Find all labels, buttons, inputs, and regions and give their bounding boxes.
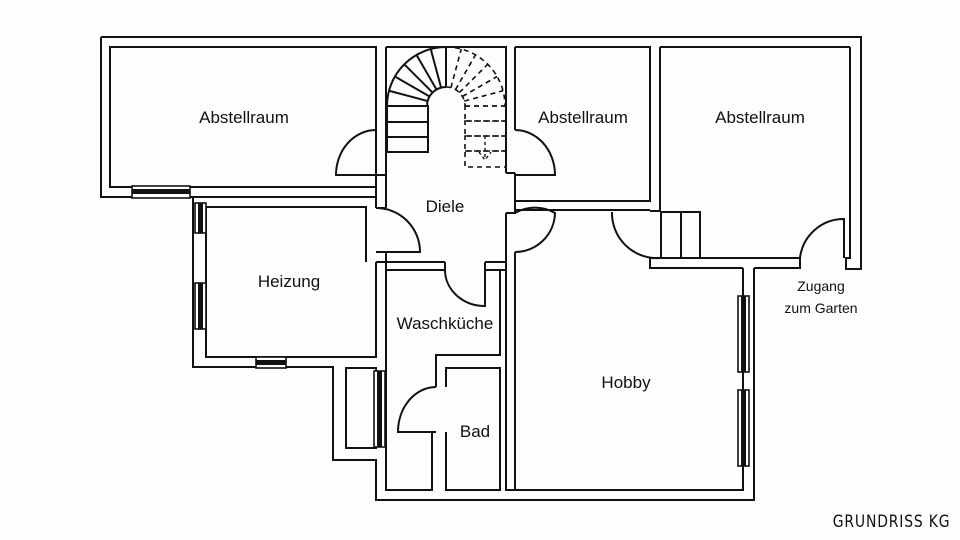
windows [131,185,750,467]
brand-label: GRUNDRISS KG [832,512,950,532]
window [737,389,750,467]
heizung-walls [192,196,755,501]
stair-tread [415,54,438,91]
window [737,295,750,373]
niche [345,367,377,449]
room-label-abstellraum-middle: Abstellraum [538,108,628,127]
room-label-diele: Diele [426,197,465,216]
steps [660,211,701,259]
door-hobby-right [610,211,661,260]
door-garden [799,217,845,259]
door-bad [396,386,437,433]
room-label-heizung: Heizung [258,272,320,291]
stair-tread-dashed [464,89,504,102]
spiral-staircase [386,46,507,168]
door-heizung [375,207,422,253]
window [194,202,207,234]
stair-tread-dashed [458,63,489,94]
outer-wall-top-right [101,36,862,270]
room-label-abstellraum-right: Abstellraum [715,108,805,127]
stair-tread [403,63,434,94]
window [194,282,207,330]
door-waschkueche [444,269,486,308]
stair-tread-dashed [450,48,463,88]
stair-tread-dashed [454,54,477,90]
room-label-waschkueche: Waschküche [397,314,494,333]
stair-tread-dashed [462,75,498,98]
waschkueche-walls [385,262,515,491]
stair-arrow-icon [478,136,492,162]
room-label-bad: Bad [460,422,490,441]
outer-wall-left [100,37,193,198]
room-outline-abstellraum-middle [514,46,651,202]
window [131,185,191,199]
door-abstellraum-middle [514,129,557,176]
garden-access-line1: Zugang [797,278,844,294]
window [255,356,287,369]
room-label-hobby: Hobby [601,373,651,392]
stair-tread [394,75,431,98]
room-outline-hobby [514,268,744,491]
door-abstellraum-left [334,129,377,176]
doors [334,129,845,433]
door-hobby-diele [514,206,557,253]
stair-tread [429,48,443,88]
stair-tread [388,89,428,103]
room-label-abstellraum-left: Abstellraum [199,108,289,127]
window [373,370,386,448]
garden-access-line2: zum Garten [784,300,857,316]
